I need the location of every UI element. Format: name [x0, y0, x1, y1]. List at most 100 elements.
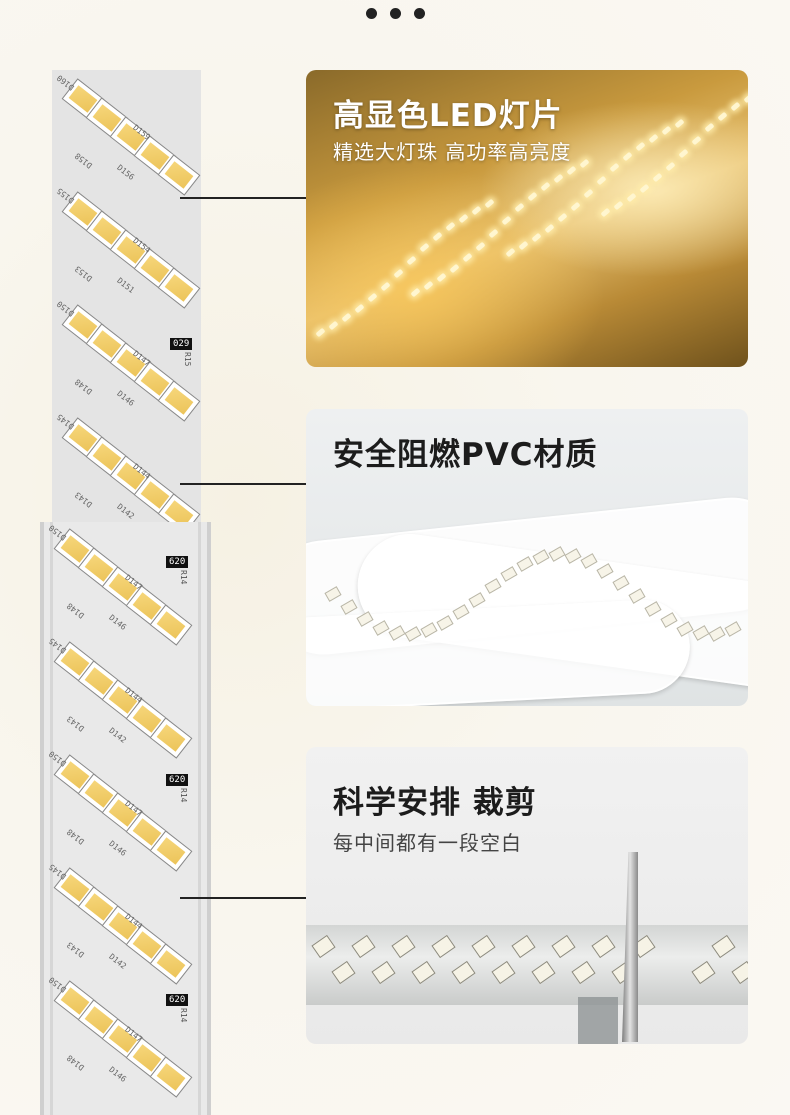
dot-1 — [366, 8, 377, 19]
strip-led — [311, 934, 336, 959]
glowing-led — [678, 148, 689, 159]
glowing-led — [419, 243, 430, 253]
glowing-led — [471, 206, 482, 216]
glowing-led — [648, 133, 659, 144]
glowing-led — [553, 173, 564, 184]
cut-led-strip-image — [306, 925, 748, 1005]
glowing-led — [544, 223, 555, 234]
pagination-dots — [366, 8, 426, 22]
led-label: D146 — [107, 839, 128, 858]
pcb-code: 620 — [166, 556, 189, 568]
led-label: D148 — [65, 601, 86, 620]
glowing-led — [583, 188, 594, 199]
led-label: D148 — [65, 1053, 86, 1072]
glowing-led — [488, 228, 499, 239]
glowing-led — [475, 241, 486, 251]
connector-line-3 — [180, 897, 306, 899]
glowing-led — [315, 327, 326, 338]
strip-led — [531, 960, 556, 985]
glowing-led — [531, 232, 542, 243]
pcb-code: 029 — [170, 338, 193, 350]
connector-line-2 — [180, 483, 306, 485]
resistor-label: R15 — [183, 352, 192, 367]
strip-led — [351, 934, 376, 959]
led-label: D153 — [73, 264, 94, 283]
strip-led — [691, 960, 716, 985]
led-label: D142 — [107, 726, 128, 745]
strip-led — [371, 960, 396, 985]
glowing-led — [579, 158, 590, 169]
glowing-led — [626, 192, 637, 203]
glowing-led — [566, 166, 577, 176]
panel-subtitle: 每中间都有一段空白 — [333, 831, 522, 855]
glowing-led — [484, 198, 495, 209]
glowing-led — [445, 221, 456, 232]
glowing-led — [570, 201, 581, 211]
panel-high-cri-led: 高显色LED灯片 精选大灯珠 高功率高亮度 — [306, 70, 748, 367]
glowing-led — [527, 191, 538, 202]
led-label: D143 — [73, 490, 94, 509]
glowing-led — [691, 135, 702, 146]
panel-title: 科学安排 裁剪 — [333, 785, 537, 821]
pcb-code: 620 — [166, 994, 189, 1006]
strip-led — [331, 960, 356, 985]
glowing-led — [730, 101, 741, 112]
glowing-led — [635, 141, 646, 152]
glowing-led — [704, 123, 715, 133]
strip-led — [431, 934, 456, 959]
led-label: D142 — [115, 502, 136, 521]
glowing-led — [622, 151, 633, 162]
glowing-led — [674, 118, 685, 129]
glowing-led — [410, 287, 421, 298]
glowing-led — [518, 240, 529, 251]
glowing-led — [717, 111, 728, 122]
glowing-led — [743, 93, 748, 104]
dot-3 — [414, 8, 425, 19]
glowing-led — [501, 215, 512, 226]
pcb-code: 620 — [166, 774, 189, 786]
glowing-led — [600, 207, 611, 218]
glowing-led — [505, 247, 516, 258]
strip-led — [451, 960, 476, 985]
panel-title: 安全阻燃PVC材质 — [333, 437, 598, 473]
glowing-led — [328, 320, 339, 331]
strip-led — [491, 960, 516, 985]
dot-2 — [390, 8, 401, 19]
glowing-led — [432, 231, 443, 242]
scissor-handle — [578, 997, 618, 1044]
strip-led — [711, 934, 736, 959]
strip-led — [591, 934, 616, 959]
glowing-led — [557, 213, 568, 223]
glowing-led — [354, 303, 365, 314]
led-label: D151 — [115, 276, 136, 295]
led-label: D146 — [115, 389, 136, 408]
glowing-led — [406, 255, 417, 266]
led-label: D143 — [65, 714, 86, 733]
strip-led — [411, 960, 436, 985]
led-label: D156 — [115, 163, 136, 182]
glowing-led — [613, 200, 624, 211]
led-label: D148 — [65, 827, 86, 846]
panel-cutting-design: 科学安排 裁剪 每中间都有一段空白 — [306, 747, 748, 1044]
glowing-led — [436, 272, 447, 283]
led-label: D142 — [107, 952, 128, 971]
glowing-led — [596, 175, 607, 186]
led-label: D146 — [107, 1065, 128, 1084]
glowing-led — [665, 161, 676, 171]
glowing-led — [462, 253, 473, 263]
led-label: D143 — [65, 940, 86, 959]
led-label: D148 — [73, 377, 94, 396]
led-label: D146 — [107, 613, 128, 632]
panel-subtitle: 精选大灯珠 高功率高亮度 — [333, 140, 572, 164]
glowing-led — [609, 163, 620, 173]
glowing-led — [661, 126, 672, 136]
strip-led — [571, 960, 596, 985]
connector-line-1 — [180, 197, 306, 199]
resistor-label: R14 — [179, 788, 188, 803]
glowing-led — [514, 203, 525, 213]
strip-led — [731, 960, 748, 985]
strip-led — [551, 934, 576, 959]
glowing-led — [639, 183, 650, 194]
